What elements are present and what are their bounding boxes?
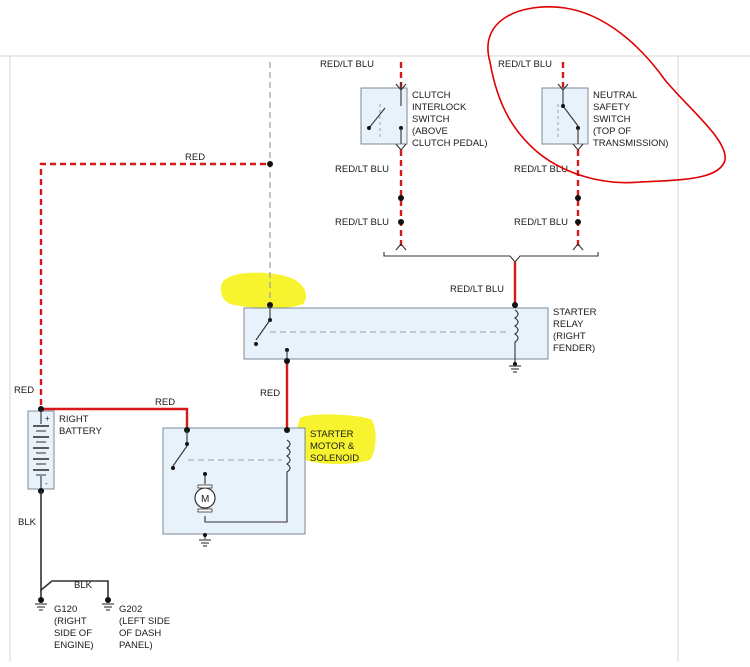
relay-label-1: STARTER	[553, 307, 597, 318]
wire-label-neutral-top: RED/LT BLU	[498, 59, 552, 70]
relay-switch-blade	[255, 319, 271, 341]
neutral-label-4: (TOP OF	[593, 126, 631, 137]
neutral-label-2: SAFETY	[593, 102, 631, 113]
motor-m-label: M	[201, 494, 209, 505]
wire-label-relay: RED/LT BLU	[450, 284, 504, 295]
clutch-label-1: CLUTCH	[412, 90, 451, 101]
clutch-label-5: CLUTCH PEDAL)	[412, 138, 488, 149]
starter-label-3: SOLENOID	[310, 453, 359, 464]
clutch-switch-blade	[368, 107, 386, 129]
splice-bracket	[383, 252, 599, 263]
solenoid-coil	[204, 439, 291, 523]
relay-label-3: (RIGHT	[553, 331, 586, 342]
g120-label-3: SIDE OF	[54, 628, 92, 639]
g202-label-2: (LEFT SIDE	[119, 616, 170, 627]
red-dashed-feed	[39, 162, 270, 405]
neutral-switch-circle-annotation	[487, 6, 726, 184]
g202-label-1: G202	[119, 604, 142, 615]
g120-label-1: G120	[54, 604, 77, 615]
neutral-switch-blade	[562, 105, 579, 127]
wire-label-blk-bus: BLK	[74, 580, 93, 591]
neutral-switch-box	[541, 87, 589, 145]
clutch-switch-box	[360, 87, 408, 145]
wire-label-red-motor: RED	[155, 397, 175, 408]
clutch-label-3: SWITCH	[412, 114, 450, 125]
neutral-label-5: TRANSMISSION)	[593, 138, 668, 149]
g202-label-3: OF DASH	[119, 628, 161, 639]
g120-label-4: ENGINE)	[54, 640, 94, 651]
wire-label-relay-out: RED	[260, 388, 280, 399]
wire-label-clutch-top: RED/LT BLU	[320, 59, 374, 70]
solenoid-switch-blade	[172, 445, 188, 467]
battery-plus: +	[45, 414, 50, 423]
wire-label-red-battery: RED	[14, 385, 34, 396]
wire-label-clutch-low: RED/LT BLU	[335, 217, 389, 228]
clutch-label-4: (ABOVE	[412, 126, 448, 137]
battery-ground-wire	[40, 491, 109, 598]
wire-label-clutch-mid: RED/LT BLU	[335, 164, 389, 175]
starter-label-1: STARTER	[310, 429, 354, 440]
neutral-label-3: SWITCH	[593, 114, 631, 125]
wire-label-neutral-low: RED/LT BLU	[514, 217, 568, 228]
wire-label-blk-battery: BLK	[18, 517, 37, 528]
starter-label-2: MOTOR &	[310, 441, 355, 452]
neutral-label-1: NEUTRAL	[593, 90, 637, 101]
relay-label-2: RELAY	[553, 319, 584, 330]
neutral-connector-bottom	[572, 143, 584, 151]
g202-label-4: PANEL)	[119, 640, 153, 651]
wire-label-red-top: RED	[185, 152, 205, 163]
battery-minus: -	[45, 479, 48, 488]
junction-dot	[267, 161, 273, 167]
battery-to-starter-wire	[41, 407, 189, 430]
starter-relay-box	[243, 307, 549, 360]
clutch-label-2: INTERLOCK	[412, 102, 467, 113]
relay-coil	[514, 309, 519, 359]
clutch-connector-bottom	[395, 143, 407, 151]
starter-motor-box	[162, 427, 306, 535]
g120-label-2: (RIGHT	[54, 616, 87, 627]
battery-label-1: RIGHT	[59, 414, 89, 425]
clutch-connector-top	[395, 83, 407, 91]
battery-label-2: BATTERY	[59, 426, 103, 437]
relay-switch-highlight	[220, 272, 306, 309]
relay-label-4: FENDER)	[553, 343, 595, 354]
starter-label-highlight	[297, 414, 376, 464]
wire-label-neutral-mid: RED/LT BLU	[514, 164, 568, 175]
